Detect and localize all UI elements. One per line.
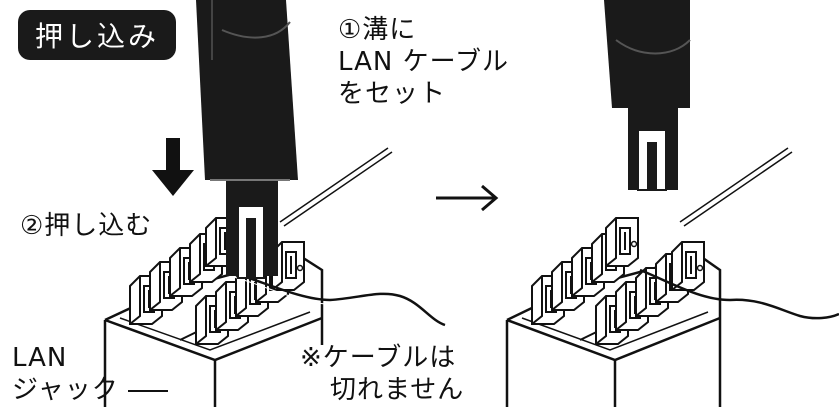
down-arrow-icon <box>152 138 194 196</box>
punch-in-badge: 押し込み <box>18 10 176 60</box>
punch-down-tool-lifted <box>604 0 691 191</box>
note-line1: ※ケーブルは <box>300 343 457 373</box>
step1-line1: ①溝に <box>338 15 417 45</box>
right-arrow-icon <box>436 184 499 212</box>
right-lan-jack <box>505 147 839 407</box>
jack-label-line2: ジャック <box>12 375 119 405</box>
left-lan-jack <box>103 147 446 407</box>
step2-label: ②押し込む <box>20 211 153 241</box>
step1-line2: LAN ケーブル <box>338 47 510 77</box>
step1-line3: をセット <box>338 79 447 109</box>
punch-down-tool-pressed <box>196 0 298 279</box>
note-line2: 切れません <box>330 375 465 405</box>
jack-label-line1: LAN <box>12 343 68 373</box>
